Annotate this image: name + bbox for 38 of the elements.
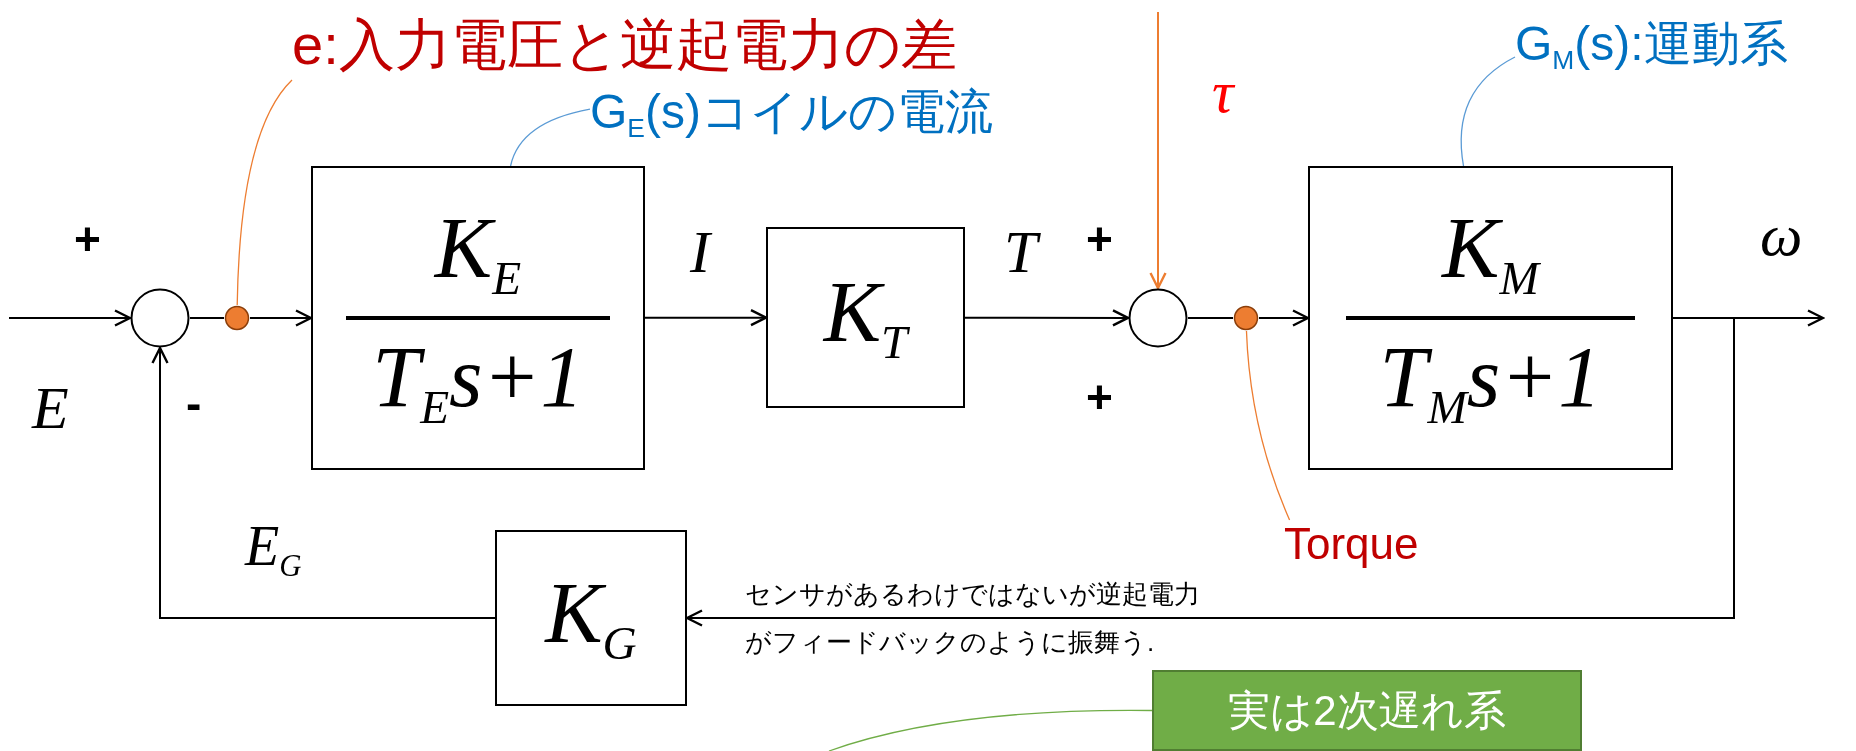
leader-line bbox=[509, 108, 591, 167]
transfer-function-block bbox=[311, 166, 645, 470]
summing-junction bbox=[130, 288, 190, 348]
signal-arrow bbox=[151, 346, 496, 619]
sign-label: - bbox=[186, 380, 202, 426]
gain-block bbox=[766, 227, 965, 408]
signal-arrow bbox=[964, 309, 1130, 327]
gain-text: K$_{T}$ bbox=[823, 269, 908, 366]
sign-label: + bbox=[1086, 216, 1113, 262]
denominator-text: T$_{E}$s+1 bbox=[372, 334, 584, 431]
annotation-text: G$_{M}$(s):運動系 bbox=[1515, 18, 1855, 78]
annotation-text: G$_{E}$(s)コイルの電流 bbox=[590, 86, 1080, 144]
signal-point bbox=[224, 305, 250, 331]
numerator-text: K$_{E}$ bbox=[434, 205, 522, 302]
leader-line bbox=[236, 79, 293, 306]
signal-arrow bbox=[1258, 309, 1310, 327]
summing-junction bbox=[1128, 288, 1188, 348]
note-text: センサがあるわけではないが逆起電力がフィードバックのように振舞う. bbox=[745, 578, 1201, 659]
signal-arrow bbox=[8, 309, 132, 327]
sign-label: + bbox=[74, 216, 101, 262]
signal-arrow bbox=[644, 308, 768, 327]
note-box: 実は2次遅れ系 bbox=[1152, 670, 1582, 751]
signal-point bbox=[1233, 305, 1259, 331]
leader-line bbox=[828, 709, 1153, 751]
signal-line bbox=[1187, 317, 1234, 319]
gain-block bbox=[495, 530, 687, 706]
leader-line bbox=[1245, 330, 1291, 521]
numerator-text: K$_{M}$ bbox=[1442, 205, 1539, 302]
signal-arrow bbox=[1149, 11, 1167, 290]
transfer-function-block bbox=[1308, 166, 1673, 470]
signal-arrow bbox=[249, 309, 313, 327]
gain-text: K$_{G}$ bbox=[545, 569, 637, 667]
denominator-text: T$_{M}$s+1 bbox=[1379, 334, 1602, 431]
sign-label: + bbox=[1086, 374, 1113, 420]
annotation-text: e:入力電圧と逆起電力の差 bbox=[292, 14, 1052, 80]
leader-line bbox=[1460, 56, 1516, 167]
annotation-text: Torque bbox=[1284, 520, 1470, 575]
signal-line bbox=[189, 317, 225, 319]
